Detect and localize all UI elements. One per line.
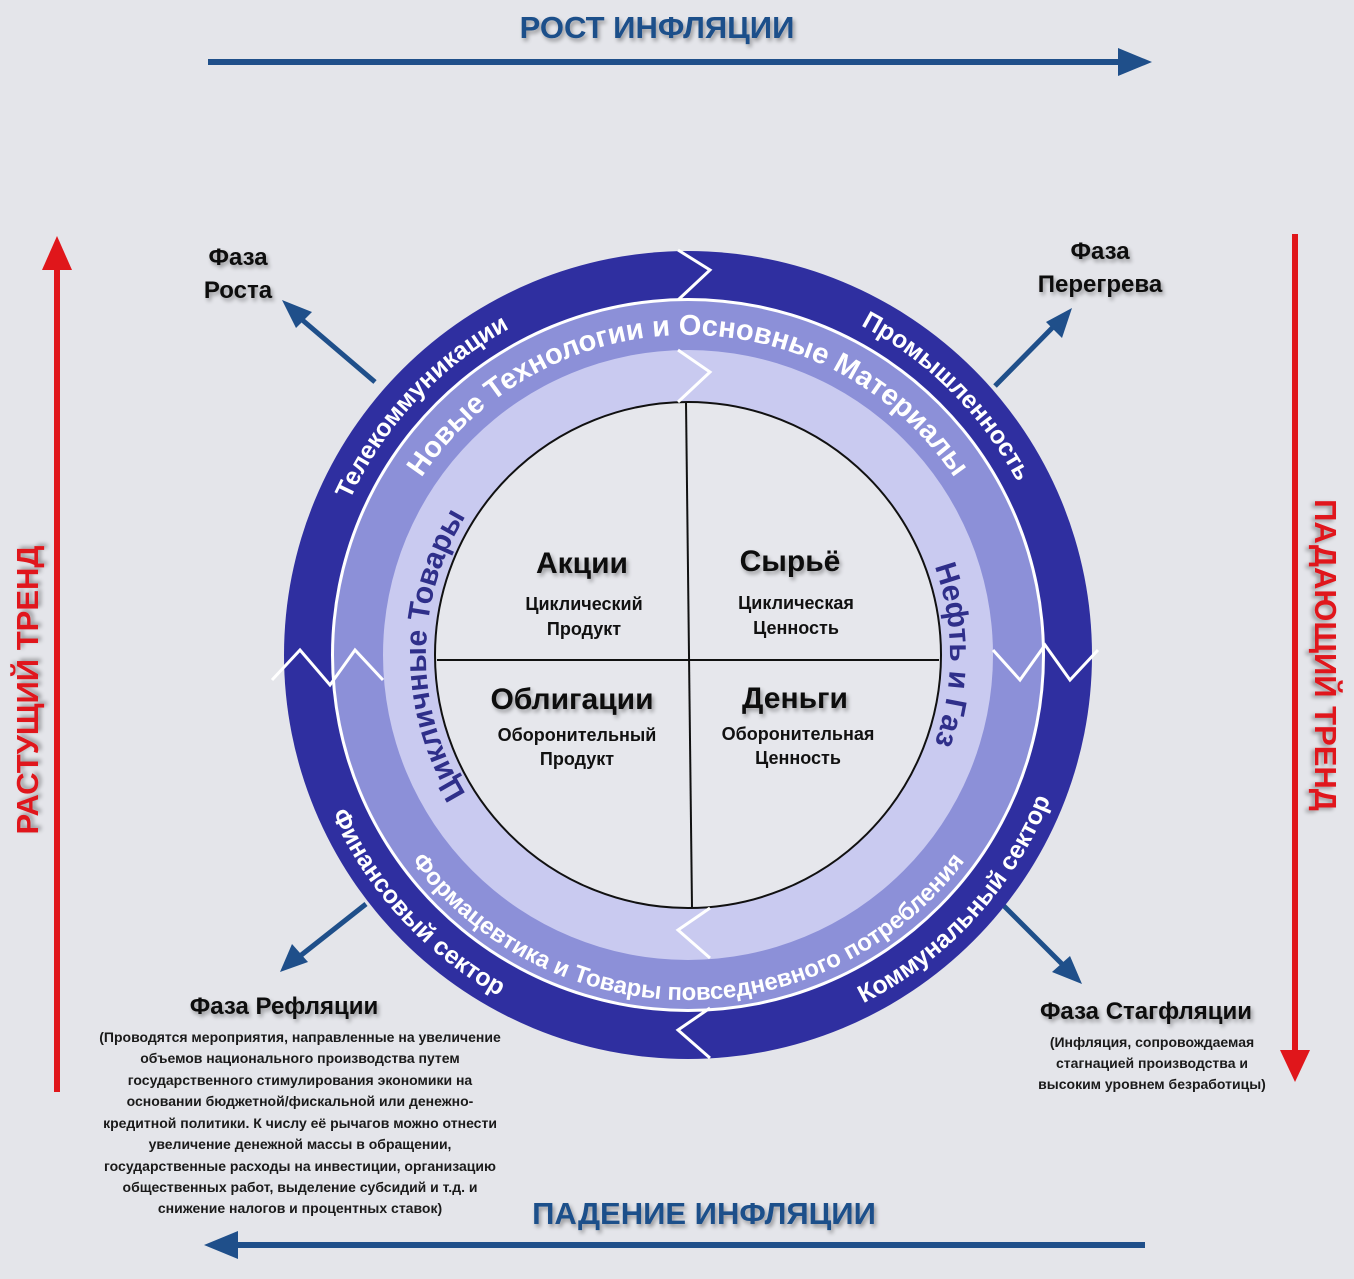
commodities-line2: Ценность — [753, 618, 839, 638]
rising-trend-arrow — [42, 236, 72, 1092]
commodities-line1: Циклическая — [738, 593, 854, 613]
reflation-description-line: государственные расходы на инвестиции, о… — [104, 1158, 496, 1174]
stagflation-description: (Инфляция, сопровождаемая стагнацией про… — [1038, 1034, 1266, 1092]
stocks-title: Акции — [536, 547, 628, 580]
reflation-description-line: увеличение денежной массы в обращении, — [149, 1136, 452, 1152]
overheat-phase-arrow — [993, 319, 1061, 388]
reflation-description-line: (Проводятся мероприятия, направленные на… — [99, 1029, 501, 1045]
bonds-line2: Продукт — [540, 749, 614, 769]
stagflation-phase-title: Фаза Стагфляции — [1040, 998, 1252, 1025]
zigzag-separators — [270, 248, 1100, 1060]
bonds-title: Облигации — [490, 683, 653, 716]
growth-phase-label-line2: Роста — [204, 277, 273, 304]
reflation-phase-title: Фаза Рефляции — [190, 993, 378, 1020]
overheat-phase-label-line1: Фаза — [1070, 238, 1130, 265]
inflation-rise-label: РОСТ ИНФЛЯЦИИ — [520, 10, 795, 45]
falling-trend-arrow — [1280, 234, 1310, 1082]
reflation-description-line: общественных работ, выделение субсидий и… — [123, 1179, 478, 1195]
reflation-description-line: кредитной политики. К числу её рычагов м… — [103, 1115, 497, 1131]
stocks-line1: Циклический — [525, 594, 642, 614]
growth-phase-arrow — [296, 315, 377, 384]
falling-trend-label: ПАДАЮЩИЙ ТРЕНД — [1308, 499, 1344, 811]
stocks-line2: Продукт — [547, 619, 621, 639]
cycle-wheel — [270, 248, 1100, 1060]
rising-trend-label: РАСТУЩИЙ ТРЕНД — [9, 546, 45, 835]
stagflation-description-line: (Инфляция, сопровождаемая — [1050, 1034, 1254, 1050]
commodities-title: Сырьё — [740, 545, 841, 578]
bonds-line1: Оборонительный — [498, 725, 657, 745]
reflation-phase-arrow — [291, 902, 368, 963]
reflation-description-line: объемов национального производства путем — [140, 1050, 459, 1066]
stagflation-phase-arrow — [998, 900, 1071, 973]
money-title: Деньги — [742, 682, 848, 715]
reflation-description: (Проводятся мероприятия, направленные на… — [99, 1029, 501, 1216]
stagflation-description-line: высоким уровнем безработицы) — [1038, 1076, 1266, 1092]
money-line2: Ценность — [755, 748, 841, 768]
money-line1: Оборонительная — [722, 724, 875, 744]
overheat-phase-label-line2: Перегрева — [1038, 271, 1163, 298]
reflation-description-line: снижение налогов и процентных ставок) — [158, 1200, 442, 1216]
stagflation-description-line: стагнацией производства и — [1056, 1055, 1248, 1071]
growth-phase-label-line1: Фаза — [208, 244, 268, 271]
reflation-description-line: основании бюджетной/фискальной или денеж… — [127, 1093, 474, 1109]
inflation-fall-label: ПАДЕНИЕ ИНФЛЯЦИИ — [532, 1196, 876, 1231]
inflation-rise-arrow — [208, 48, 1152, 76]
quadrant-divider-vertical — [685, 401, 693, 909]
inflation-fall-arrow — [204, 1231, 1145, 1259]
reflation-description-line: государственного стимулирования экономик… — [128, 1072, 473, 1088]
